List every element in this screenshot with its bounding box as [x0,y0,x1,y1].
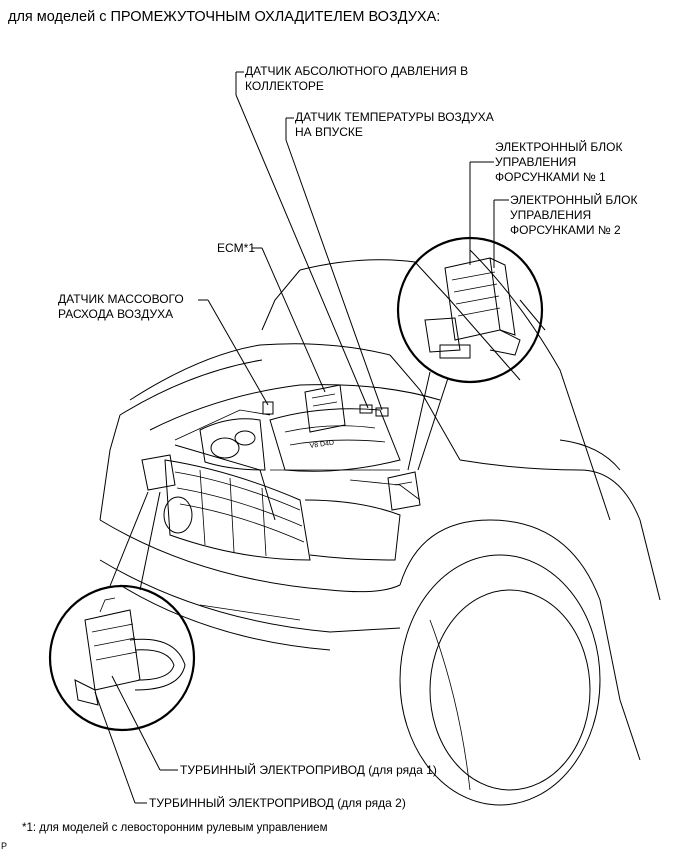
ecm-label: ECM*1 [217,241,256,255]
map-sensor-label-line2: КОЛЛЕКТОРЕ [245,79,324,93]
edu1-label-line3: ФОРСУНКАМИ № 1 [495,170,606,184]
edu2-label-line1: ЭЛЕКТРОННЫЙ БЛОК [510,193,638,207]
iat-sensor-label-line1: ДАТЧИК ТЕМПЕРАТУРЫ ВОЗДУХА [295,110,494,124]
edu-detail-callout [396,236,544,471]
maf-sensor-label-line2: РАСХОДА ВОЗДУХА [58,307,174,321]
corner-code: P [1,841,8,851]
map-sensor-label-line1: ДАТЧИК АБСОЛЮТНОГО ДАВЛЕНИЯ В [245,64,469,78]
svg-text:V8 D4D: V8 D4D [309,440,334,450]
diagram-title: для моделей с ПРОМЕЖУТОЧНЫМ ОХЛАДИТЕЛЕМ … [8,9,441,25]
engine-bay-details: V8 D4D [141,384,441,521]
edu2-label-line2: УПРАВЛЕНИЯ [510,208,592,222]
turbo-detail-callout [48,491,196,732]
edu2-label-line3: ФОРСУНКАМИ № 2 [510,223,621,237]
vehicle-outline [99,249,661,806]
edu1-label-line1: ЭЛЕКТРОННЫЙ БЛОК [495,140,623,154]
edu1-label-line2: УПРАВЛЕНИЯ [495,155,577,169]
footnote: *1: для моделей с левосторонним рулевым … [22,822,328,834]
leader-lines [94,71,509,804]
turbo-bank1-label: ТУРБИННЫЙ ЭЛЕКТРОПРИВОД (для ряда 1) [180,763,437,777]
maf-sensor-label-line1: ДАТЧИК МАССОВОГО [58,292,184,306]
turbo-bank2-label: ТУРБИННЫЙ ЭЛЕКТРОПРИВОД (для ряда 2) [149,796,406,810]
iat-sensor-label-line2: НА ВПУСКЕ [295,125,363,139]
